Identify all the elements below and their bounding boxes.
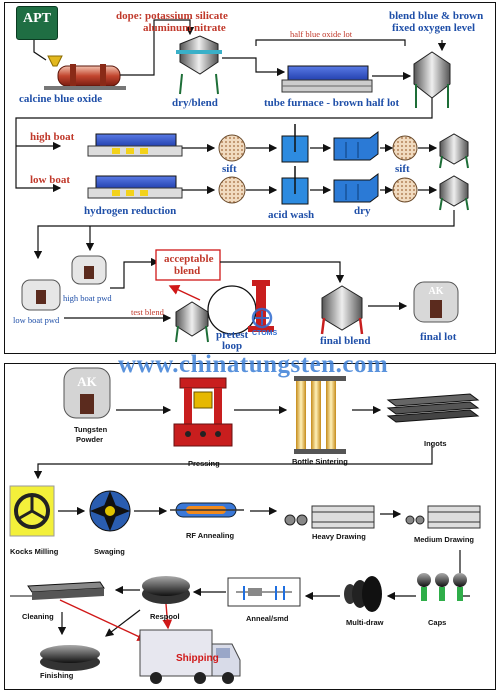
final-lot-ak-label: AK <box>428 286 444 297</box>
dope-label-2: aluminum nitrate <box>143 22 226 34</box>
bottle-sintering-label: Bottle Sintering <box>292 457 348 466</box>
low-boat-pwd-label: low boat pwd <box>13 315 60 325</box>
press-machine-icon <box>173 377 233 447</box>
sintering-bottle-icon <box>294 376 346 454</box>
hydrogen-reduction-label: hydrogen reduction <box>84 205 177 217</box>
kocks-milling-label: Kocks Milling <box>10 547 59 556</box>
final-lot-label: final lot <box>420 331 457 343</box>
watermark: www.chinatungsten.com <box>118 351 389 378</box>
respool-icon <box>142 576 190 604</box>
fixed-oxygen-blender-icon <box>413 51 451 108</box>
ctoms-logo <box>251 307 273 329</box>
dope-label: dope: potassium silicate <box>116 10 228 22</box>
kocks-mill-icon <box>9 485 55 537</box>
cleaning-label: Cleaning <box>22 612 54 621</box>
tungsten-powder-label-2: Powder <box>76 435 104 444</box>
anneal-smd-icon <box>227 577 301 607</box>
low-boat-label: low boat <box>30 174 71 186</box>
high-boat-label: high boat <box>30 131 75 143</box>
dry-blender-icon <box>176 35 222 95</box>
finishing-spool-icon <box>40 645 100 671</box>
acceptable-label-2: blend <box>174 265 201 277</box>
swaging-icon <box>89 490 131 532</box>
tube-furnace-icon <box>281 65 373 93</box>
medium-drawing-label: Medium Drawing <box>414 535 475 544</box>
pretest-press-icon <box>248 280 274 332</box>
anneal-smd-label: Anneal/smd <box>246 614 289 623</box>
half-lot-label: half blue oxide lot <box>290 29 353 39</box>
blender-icon <box>439 133 469 169</box>
ak-label: AK <box>77 374 97 389</box>
acid-wash-label: acid wash <box>268 209 315 221</box>
tube-furnace-label: tube furnace - brown half lot <box>264 97 400 109</box>
blender-icon <box>439 175 469 211</box>
dry-blend-label: dry/blend <box>172 97 218 109</box>
pretest-label: pretest <box>216 329 249 341</box>
blend-fixed-label-2: fixed oxygen level <box>392 22 476 34</box>
acid-wash-tank-icon <box>281 166 309 205</box>
acceptable-label: acceptable <box>164 253 214 265</box>
low-boat-powder-container-icon <box>21 279 61 311</box>
medium-drawing-icon <box>405 505 481 529</box>
caps-label: Caps <box>428 618 447 627</box>
apt-box: APT <box>16 6 58 40</box>
heavy-drawing-label: Heavy Drawing <box>312 532 366 541</box>
tungsten-powder-label: Tungsten <box>74 425 108 434</box>
final-blender-icon <box>320 285 364 335</box>
low-boat-furnace-icon <box>87 175 183 199</box>
heavy-drawing-icon <box>284 505 375 529</box>
final-blend-label: final blend <box>320 335 371 347</box>
ingots-label: Ingots <box>424 439 447 448</box>
caps-icon <box>417 573 467 601</box>
multi-draw-icon <box>344 576 382 612</box>
acid-wash-tank-icon <box>281 124 309 163</box>
ingots-icon <box>386 393 480 423</box>
dryer-icon <box>333 173 379 203</box>
calcine-drum-icon <box>33 38 126 90</box>
respool-label: Respool <box>150 612 180 621</box>
sift-screen-icon <box>392 177 418 203</box>
calcine-label: calcine blue oxide <box>19 93 103 105</box>
dryer-icon <box>333 131 379 161</box>
rf-annealing-icon <box>170 502 244 518</box>
high-boat-furnace-icon <box>87 133 183 157</box>
ak-container-icon <box>63 367 111 419</box>
sift-label-2: sift <box>395 163 410 175</box>
swaging-label: Swaging <box>94 547 125 556</box>
wire-process-panel <box>4 363 496 690</box>
sift-label: sift <box>222 163 237 175</box>
pretest-label-2: loop <box>222 340 243 352</box>
sift-screen-icon <box>392 135 418 161</box>
multi-draw-label: Multi-draw <box>346 618 384 627</box>
blend-fixed-label: blend blue & brown <box>389 10 484 22</box>
acceptable-blend-box <box>155 249 221 281</box>
high-boat-powder-container-icon <box>71 255 107 285</box>
shipping-truck-icon <box>139 629 241 684</box>
test-blend-label: test blend <box>131 307 164 317</box>
final-lot-container-icon <box>413 281 459 323</box>
shipping-label: Shipping <box>176 653 219 664</box>
pretest-blender-icon <box>175 301 209 343</box>
dry-label: dry <box>354 205 371 217</box>
cleaning-icon <box>27 581 105 600</box>
sift-screen-icon <box>218 176 246 204</box>
rf-annealing-label: RF Annealing <box>186 531 235 540</box>
pressing-label: Pressing <box>188 459 220 468</box>
ctoms-label: CTOMS <box>252 330 278 337</box>
finishing-label: Finishing <box>40 671 74 680</box>
sift-screen-icon <box>218 134 246 162</box>
high-boat-pwd-label: high boat pwd <box>63 293 112 303</box>
